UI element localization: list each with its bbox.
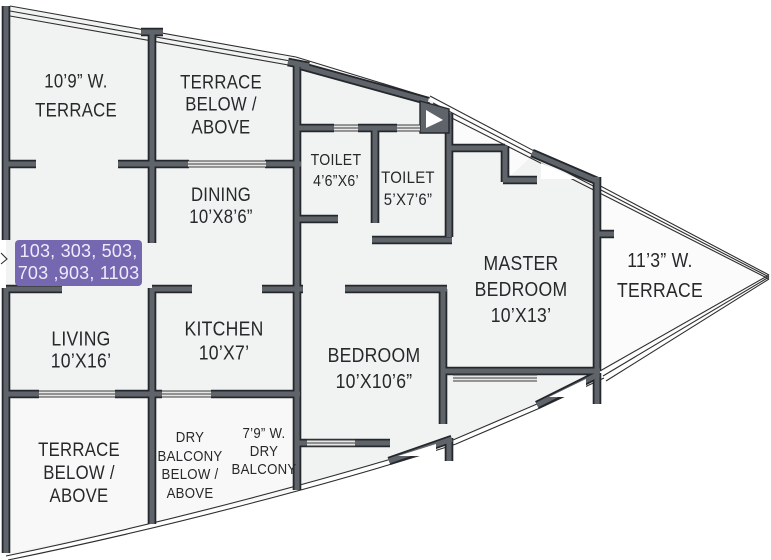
right-terrace-area (452, 110, 769, 372)
bedroom-window (307, 439, 355, 447)
room-name: TERRACE (38, 440, 120, 462)
room-label-living: LIVING 10’X16’ (51, 329, 112, 374)
room-name: TERRACE (617, 280, 703, 302)
room-dims: 10’X16’ (50, 351, 112, 373)
room-label-terrace-top-left: 10’9” W. TERRACE (35, 69, 117, 126)
room-label-bedroom: BEDROOM 10’X10’6” (328, 343, 421, 395)
unit-numbers-line1: 103, 303, 503, (19, 241, 138, 262)
room-label-kitchen: KITCHEN 10’X7’ (184, 318, 263, 365)
room-name: BELOW / (161, 466, 219, 483)
room-width-note: 10’9” W. (44, 71, 108, 93)
bedroom-bay-niche (398, 444, 436, 456)
master-bay-niche (549, 379, 586, 397)
room-width-note: 11’3” W. (627, 250, 693, 272)
room-dims: 5’X7’6” (383, 190, 433, 209)
room-name: ABOVE (166, 484, 214, 502)
room-label-terrace-right: 11’3” W. TERRACE (617, 246, 703, 306)
room-label-dry-balcony-w: 7’9” W. DRY BALCONY (232, 425, 297, 479)
room-width-note: 7’9” W. (242, 425, 286, 442)
toilet-large-window (397, 124, 420, 132)
room-name: BALCONY (231, 461, 297, 478)
room-label-toilet-large: TOILET 5’X7’6” (381, 167, 435, 211)
room-name: ABOVE (49, 486, 109, 508)
unit-numbers-badge[interactable]: 103, 303, 503, 703 ,903, 1103 (15, 240, 142, 286)
room-label-toilet-small: TOILET 4’6”X6’ (311, 151, 362, 193)
kitchen-window (162, 390, 211, 398)
master-bedroom-window (453, 374, 537, 382)
room-label-terrace-below-bottom: TERRACE BELOW / ABOVE (38, 439, 120, 509)
room-name: BELOW / (185, 94, 257, 116)
slope-wall-niche (541, 163, 577, 179)
room-name: LIVING (51, 328, 111, 351)
room-dims: 10’X10’6” (335, 371, 413, 393)
room-name: KITCHEN (184, 318, 264, 341)
room-name: DINING (190, 185, 252, 207)
room-name: DRY (175, 428, 205, 446)
room-name: TERRACE (180, 72, 262, 94)
room-dims: 4’6”X6’ (313, 173, 359, 190)
room-name: BALCONY (157, 447, 223, 465)
room-dims: 10’X7’ (198, 342, 250, 364)
room-name: TOILET (381, 167, 435, 187)
dining-window (188, 160, 266, 168)
walls (1, 6, 614, 553)
room-name: ABOVE (191, 117, 251, 139)
room-name: TOILET (310, 152, 362, 170)
room-dims: 10’X13’ (490, 305, 552, 327)
room-name: BEDROOM (327, 345, 421, 367)
room-name: BEDROOM (474, 279, 568, 301)
windows (39, 124, 537, 447)
room-label-master-bedroom: MASTER BEDROOM 10’X13’ (475, 251, 568, 329)
room-label-dry-balcony: DRY BALCONY BELOW / ABOVE (158, 429, 223, 503)
unit-numbers-line2: 703 ,903, 1103 (17, 263, 140, 283)
room-label-dining: DINING 10’X8’6” (189, 185, 252, 229)
room-name: MASTER (483, 253, 559, 275)
room-name: BELOW / (43, 463, 115, 485)
room-label-terrace-below-top: TERRACE BELOW / ABOVE (180, 72, 262, 139)
living-window (39, 390, 115, 398)
room-dims: 10’X8’6” (189, 207, 253, 228)
column-niche (426, 110, 443, 128)
entry-arrow (0, 252, 8, 265)
room-name: TERRACE (35, 100, 117, 121)
room-name: DRY (249, 443, 279, 460)
toilet-small-window (334, 124, 358, 132)
